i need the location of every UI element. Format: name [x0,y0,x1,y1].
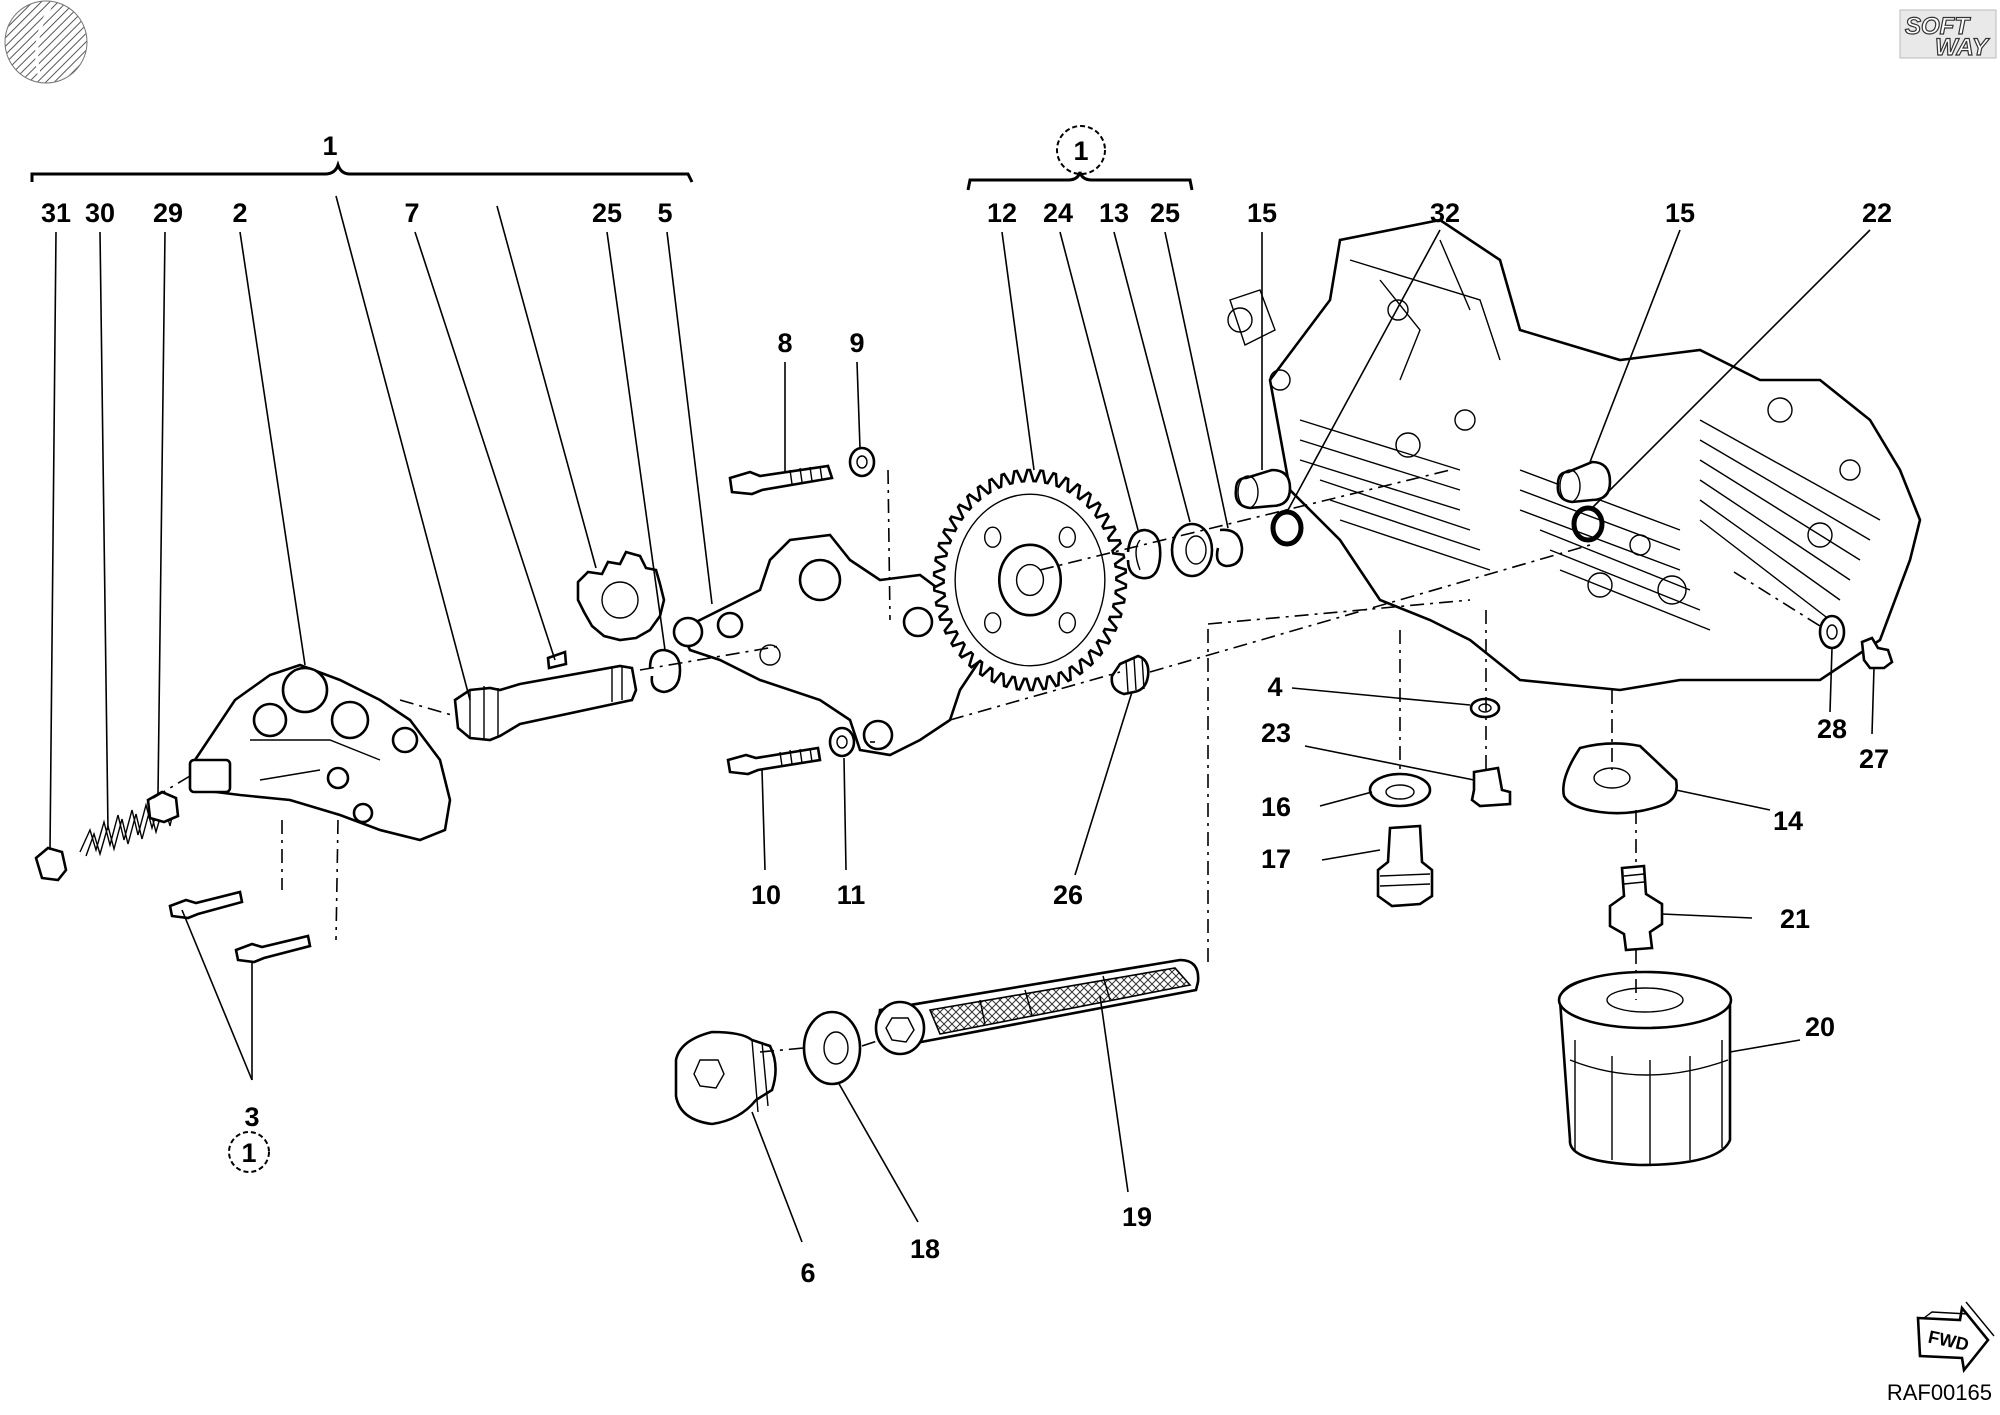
callout-25a: 25 [592,198,622,228]
nipple-26 [1110,654,1150,696]
axis-lines [149,469,1821,1053]
gear-hole-1 [984,612,1002,634]
crankcase [1227,218,1922,692]
callout-29: 29 [153,198,183,228]
oil-strainer-19 [874,958,1200,1056]
callout-24: 24 [1043,198,1073,228]
callout-1-circled-bottom: 1 [241,1138,256,1168]
plug-27 [1860,636,1894,670]
logo-line1: SOFT [1905,13,1971,40]
callout-15b: 15 [1665,198,1695,228]
plug-17 [1376,824,1434,908]
callout-11: 11 [837,880,866,910]
callout-13: 13 [1099,198,1129,228]
screw-3a [168,890,244,920]
group-bracket-1 [30,160,694,183]
gear-hole-2 [984,526,1002,548]
gear-hole-0 [1058,612,1077,634]
gear-ring-1 [997,543,1063,617]
callout-5: 5 [657,198,672,228]
callout-31: 31 [41,198,71,228]
corner-disc-icon [4,0,88,84]
washer-16 [1368,772,1432,808]
circled-ref-bottom [228,1131,270,1173]
callout-2: 2 [232,198,247,228]
callout-28: 28 [1817,714,1847,744]
pump-gear-shaft [453,650,638,742]
softway-logo: SOFT WAY [1899,9,1997,62]
forward-arrow-icon: FWD [1916,1301,1995,1374]
callout-7: 7 [404,198,419,228]
callout-32: 32 [1430,198,1460,228]
callout-16: 16 [1261,792,1291,822]
pump-cover [672,533,982,757]
callout-27: 27 [1859,744,1889,774]
oring-22 [1571,505,1605,543]
callout-25b: 25 [1150,198,1180,228]
callout-4: 4 [1267,672,1282,702]
filter-flange-14 [1562,742,1678,815]
callout-3: 3 [244,1102,259,1132]
callout-21: 21 [1780,904,1810,934]
circlip [648,648,682,694]
circlip-25b [1215,528,1244,568]
callout-22: 22 [1862,198,1892,228]
plug-31 [34,846,68,882]
callout-9: 9 [849,328,864,358]
gear-ring-0 [954,493,1106,667]
washer-18 [802,1010,862,1086]
callout-15a: 15 [1247,198,1277,228]
drive-gear [932,468,1128,692]
gear-hole-3 [1058,526,1077,548]
callout-1: 1 [322,131,337,161]
bush-15b [1556,460,1612,504]
relief-valve-29 [146,790,180,824]
callout-10: 10 [751,880,781,910]
bolt-23 [1470,766,1512,808]
washer-11 [828,726,856,758]
callout-19: 19 [1122,1202,1152,1232]
callout-14: 14 [1773,806,1803,836]
leader-lines [49,195,1875,1243]
washer-28 [1818,614,1846,650]
group-bracket-circled-1 [966,125,1194,191]
drawing-reference: RAF00165 [1887,1380,1992,1405]
oil-pump-body [188,663,452,842]
oring-32 [1270,509,1304,547]
screw-10 [726,746,822,776]
callout-18: 18 [910,1234,940,1264]
callout-30: 30 [85,198,115,228]
pump-gear [576,550,666,642]
oil-filter-20 [1557,970,1733,1167]
callout-12: 12 [987,198,1017,228]
gear-ring-2 [1015,563,1045,597]
logo-line2: WAY [1935,34,1990,61]
callout-17: 17 [1261,844,1291,874]
bush-15a [1234,468,1292,510]
callout-1-circled: 1 [1073,136,1088,166]
callout-6: 6 [800,1258,815,1288]
strainer-plug-6 [674,1030,777,1126]
callout-labels: 1 1 1 31 30 29 2 7 25 5 8 9 12 24 13 25 … [41,131,1892,1288]
screw-8 [728,464,834,496]
bearing-13 [1170,522,1214,578]
filter-nipple-21 [1608,864,1664,952]
washer-4 [1469,697,1501,719]
callout-23: 23 [1261,718,1291,748]
callout-20: 20 [1805,1012,1835,1042]
callout-26: 26 [1053,880,1083,910]
screw-3b [234,934,312,964]
callout-8: 8 [777,328,792,358]
washer-9 [848,446,876,478]
ring-24 [1126,528,1162,580]
